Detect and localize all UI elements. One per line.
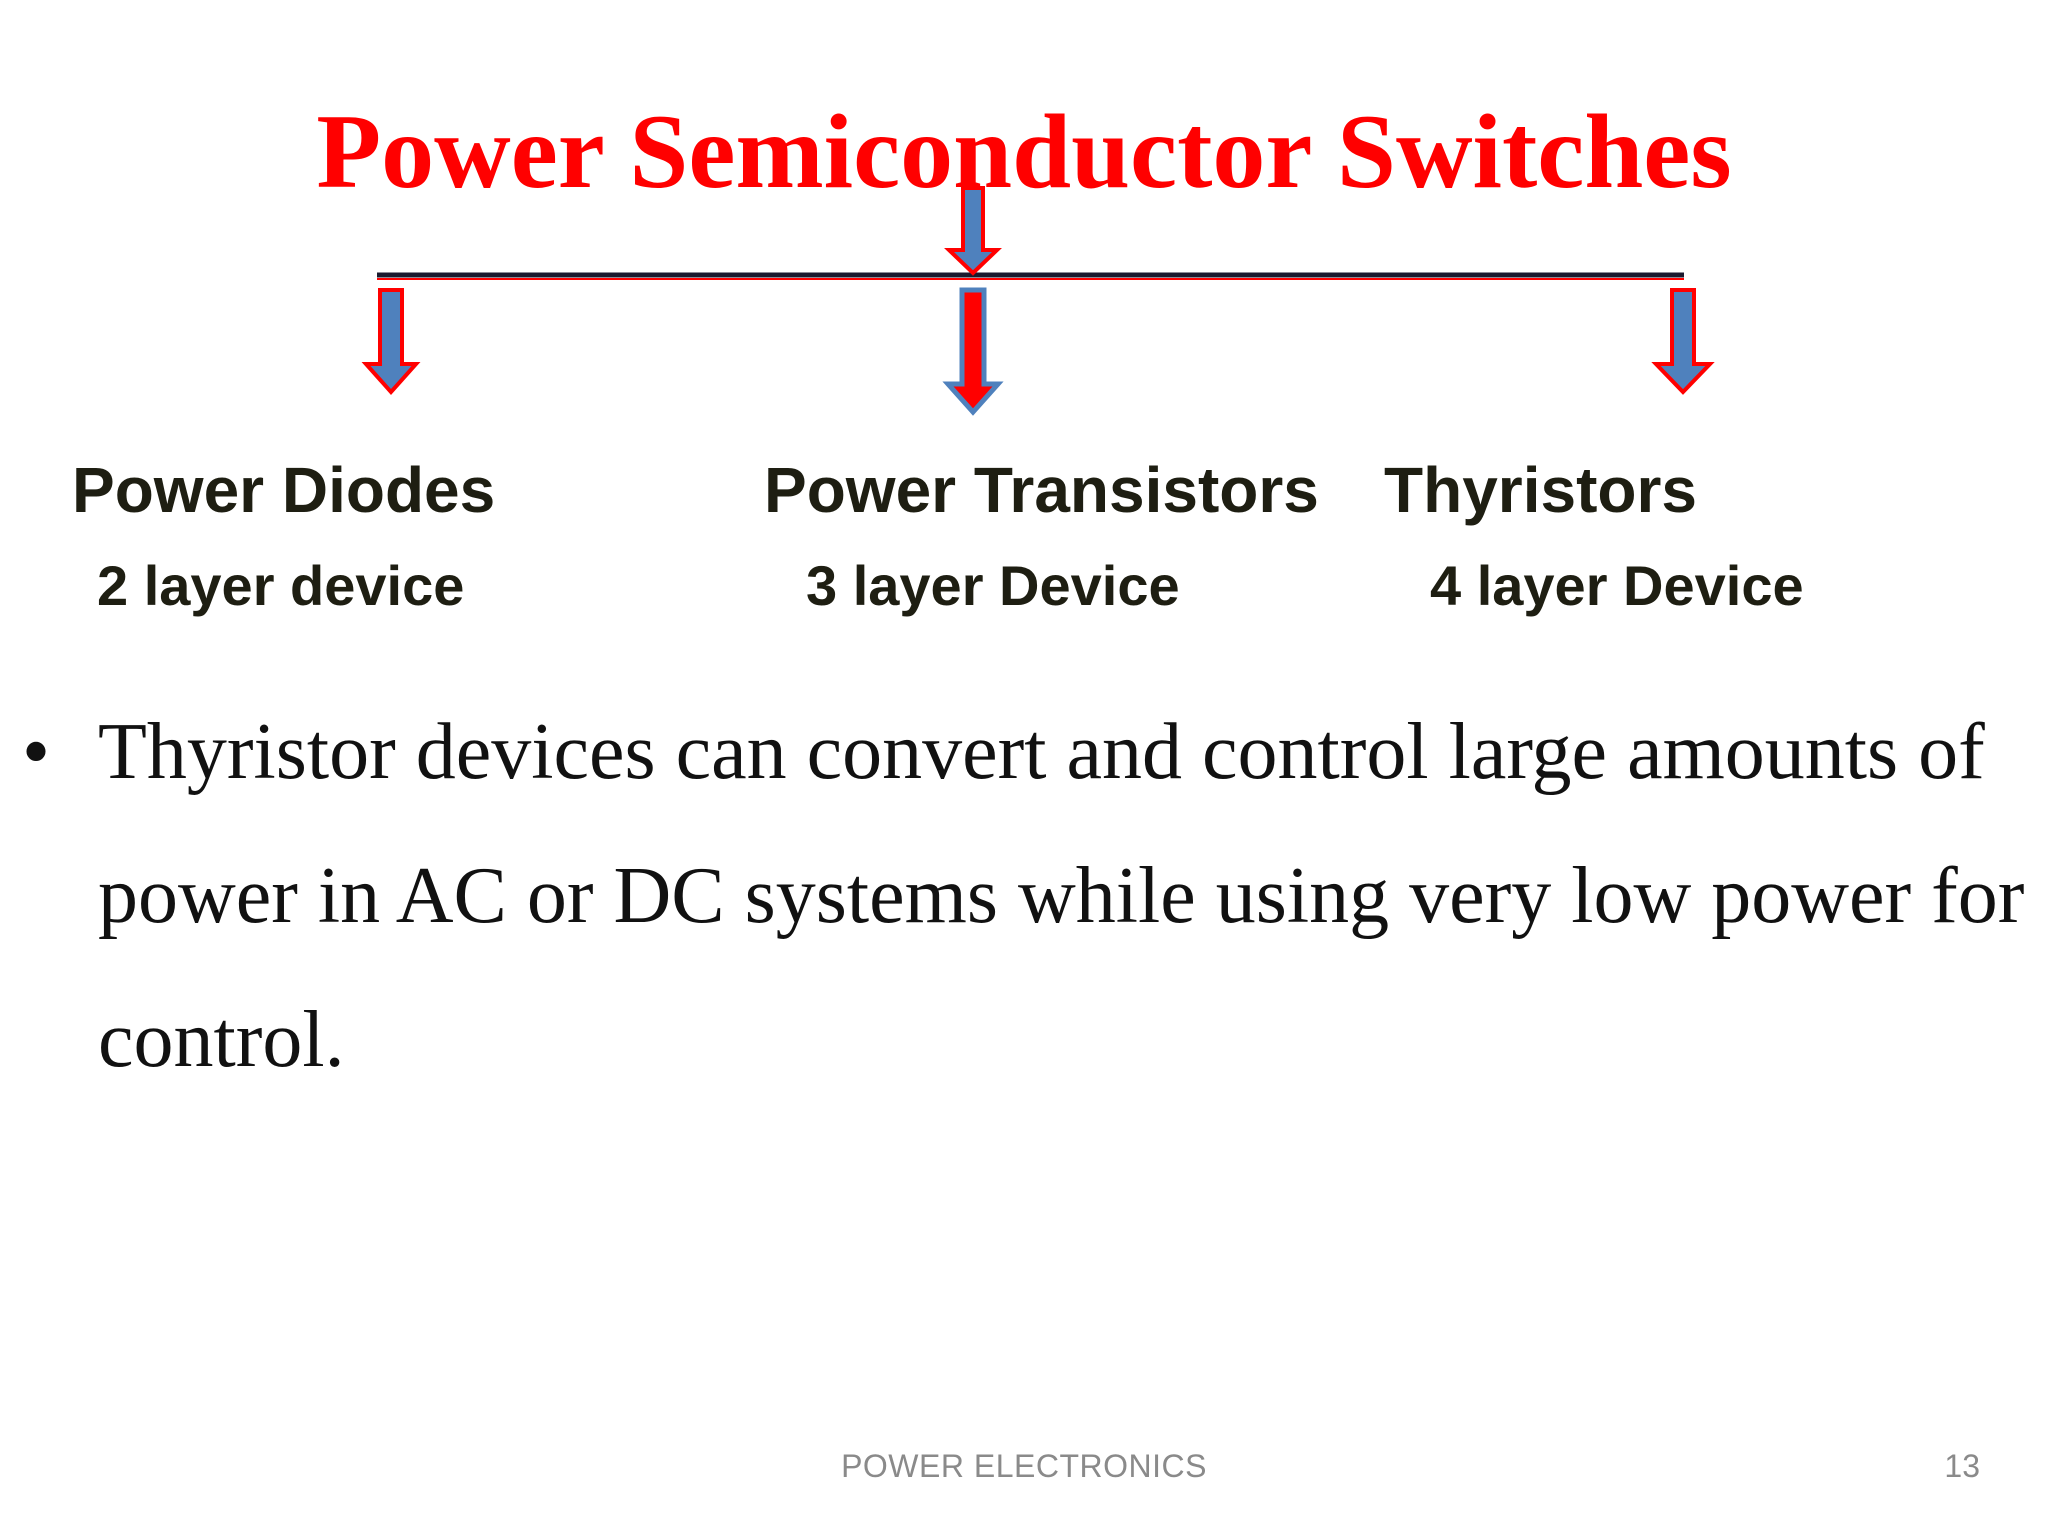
branch-thyristors-label: Thyristors <box>1384 454 1697 526</box>
branch-power-transistors-label: Power Transistors <box>764 454 1319 526</box>
footer-title: POWER ELECTRONICS <box>841 1448 1207 1484</box>
bullet-marker: • <box>22 708 51 796</box>
bullet-text: Thyristor devices can convert and contro… <box>98 708 2025 1084</box>
thyristors-down-arrow-icon <box>1651 288 1715 395</box>
title-down-arrow-icon <box>944 186 1002 276</box>
slide-title: Power Semiconductor Switches <box>316 93 1732 210</box>
branch-power-diodes-layers: 2 layer device <box>97 554 465 617</box>
transistors-down-arrow-icon <box>942 287 1004 416</box>
diodes-down-arrow-icon <box>361 288 421 396</box>
branch-power-transistors-layers: 3 layer Device <box>806 554 1180 617</box>
branch-thyristors-layers: 4 layer Device <box>1430 554 1804 617</box>
branch-power-diodes-label: Power Diodes <box>72 454 496 526</box>
classification-tree <box>361 186 1715 416</box>
page-number: 13 <box>1944 1448 1980 1484</box>
